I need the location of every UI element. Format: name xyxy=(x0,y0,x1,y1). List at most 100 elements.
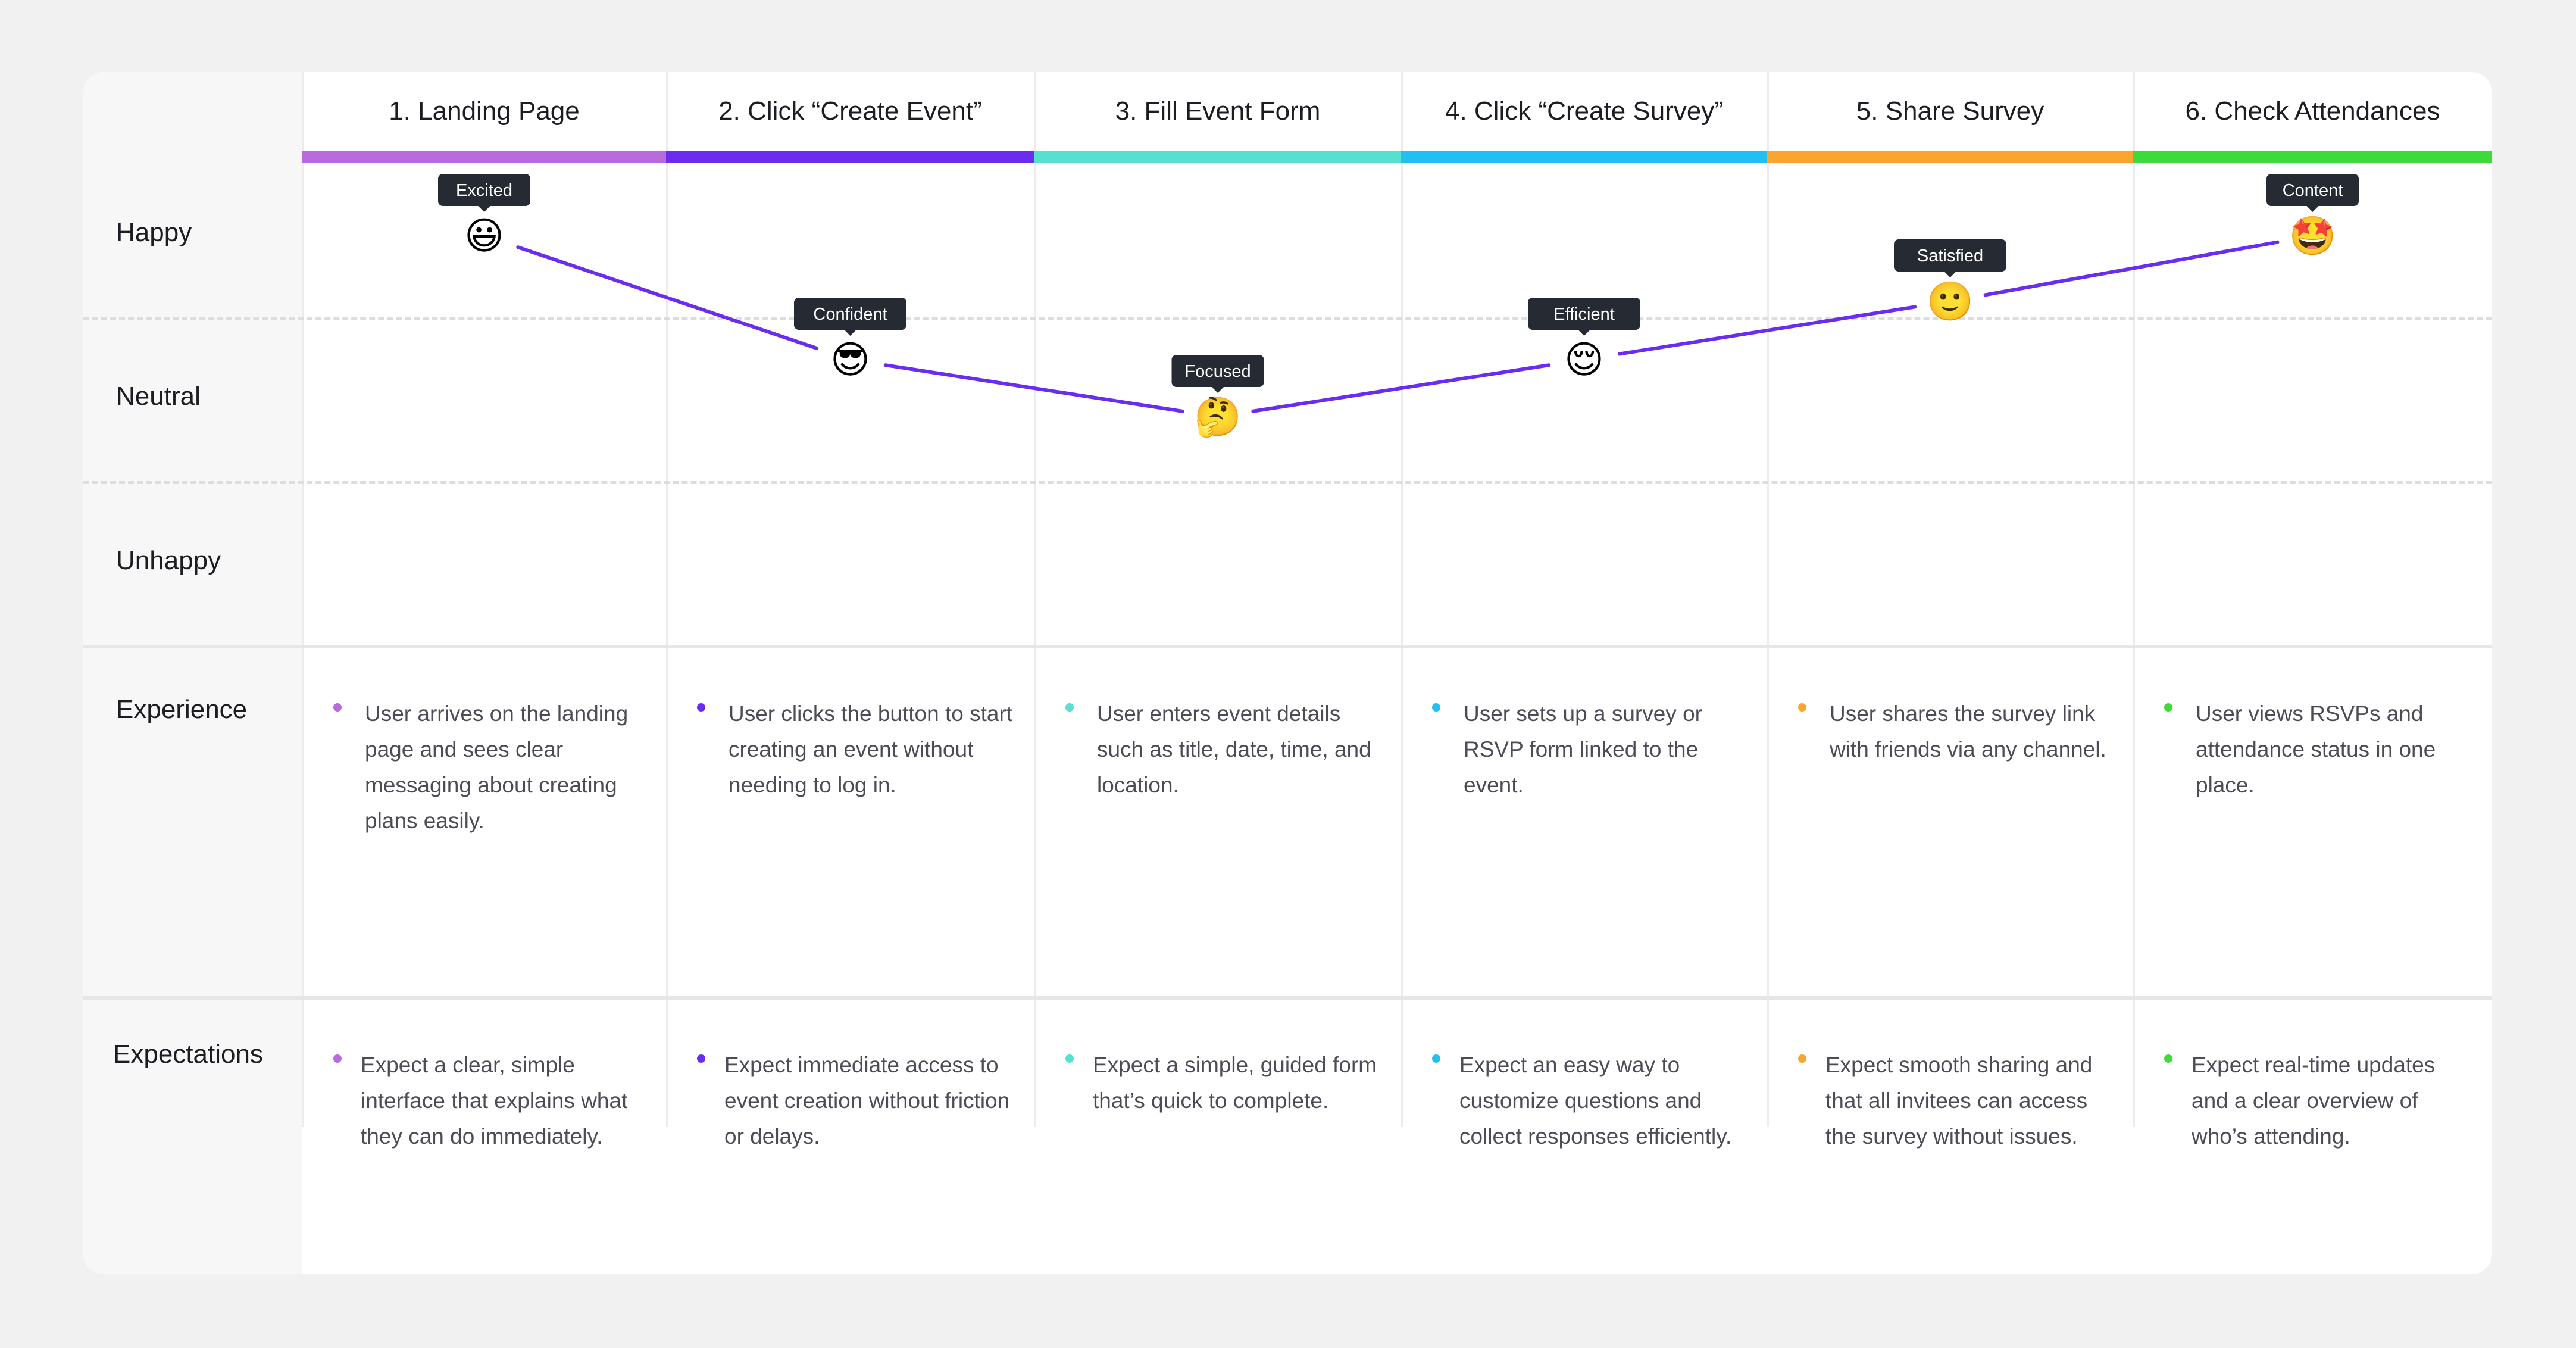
experience-text: User arrives on the landing page and see… xyxy=(365,701,629,833)
stage-header: 4. Click “Create Survey” xyxy=(1445,96,1723,126)
emotion-line-segment xyxy=(1617,305,1917,356)
divider-emotion-experience xyxy=(83,645,2492,648)
bullet-dot xyxy=(1798,703,1806,712)
stage-header: 6. Check Attendances xyxy=(2185,96,2440,126)
emotion-line-segment xyxy=(1251,363,1551,413)
experience-cell: User sets up a survey or RSVP form linke… xyxy=(1432,696,1748,803)
bullet-dot xyxy=(697,703,705,712)
emotion-emoji-icon: 🤔 xyxy=(1194,395,1242,439)
emotion-emoji-icon: 😃 xyxy=(464,214,504,258)
expectation-cell: Expect smooth sharing and that all invit… xyxy=(1798,1047,2114,1154)
emotion-emoji-icon: 🤩 xyxy=(2289,214,2337,258)
stage-color-bar xyxy=(666,151,1034,163)
row-label-expectations: Expectations xyxy=(113,1040,263,1069)
emotion-point: 🙂 Satisfied xyxy=(1894,239,2006,324)
emotion-tooltip-arrow xyxy=(1944,272,1956,277)
emotion-tooltip-arrow xyxy=(1578,330,1590,336)
stage-color-bar xyxy=(302,151,666,163)
bullet-dot xyxy=(1798,1054,1806,1063)
expectation-text: Expect a clear, simple interface that ex… xyxy=(361,1053,628,1149)
emotion-label: Excited xyxy=(456,181,512,200)
bullet-dot xyxy=(2164,1054,2172,1063)
emotion-emoji-icon: 😌 xyxy=(1564,338,1604,382)
emotion-tooltip-bg xyxy=(794,298,906,330)
experience-cell: User clicks the button to start creating… xyxy=(697,696,1015,803)
emotion-label: Satisfied xyxy=(1917,246,1983,266)
stage-header: 2. Click “Create Event” xyxy=(718,96,982,126)
row-label-experience: Experience xyxy=(116,695,248,724)
row-label-happy: Happy xyxy=(116,218,192,247)
emotion-emoji-icon: 😎 xyxy=(830,338,870,382)
emotion-label: Efficient xyxy=(1553,305,1615,324)
emotion-tooltip-arrow xyxy=(1212,387,1224,393)
bullet-dot xyxy=(2164,703,2172,712)
bullet-dot xyxy=(697,1054,705,1063)
bullet-dot xyxy=(333,703,342,712)
expectation-text: Expect immediate access to event creatio… xyxy=(724,1053,1010,1149)
stage-color-bar xyxy=(1034,151,1401,163)
stage-color-bar xyxy=(1767,151,2133,163)
expectation-cell: Expect a simple, guided form that’s quic… xyxy=(1065,1047,1382,1119)
expectation-text: Expect an easy way to customize question… xyxy=(1459,1053,1732,1149)
column-divider xyxy=(666,72,668,1127)
emotion-curve-chart: 😃 Excited 😎 Confident 🤔 Focused 😌 Efficient 🙂 Sat… xyxy=(438,174,2359,439)
emotion-label: Focused xyxy=(1184,362,1251,381)
emotion-line-segment xyxy=(1983,240,2280,297)
emotion-emoji-icon: 🙂 xyxy=(1927,280,1974,324)
emotion-point: 😌 Efficient xyxy=(1528,298,1640,382)
divider-experience-expectations xyxy=(83,996,2492,1000)
expectation-text: Expect real-time updates and a clear ove… xyxy=(2192,1053,2436,1149)
emotion-tooltip-bg xyxy=(1894,239,2006,272)
expectation-text: Expect smooth sharing and that all invit… xyxy=(1825,1053,2093,1149)
experience-text: User clicks the button to start creating… xyxy=(729,701,1013,797)
divider-neutral-unhappy xyxy=(83,481,2492,484)
emotion-tooltip-arrow xyxy=(478,206,490,212)
column-divider xyxy=(1401,72,1403,1127)
bullet-dot xyxy=(1432,1054,1440,1063)
emotion-tooltip-bg xyxy=(2266,174,2359,206)
expectation-cell: Expect immediate access to event creatio… xyxy=(697,1047,1015,1154)
emotion-label: Confident xyxy=(813,305,887,324)
emotion-tooltip-arrow xyxy=(2306,206,2319,212)
experience-text: User views RSVPs and attendance status i… xyxy=(2196,701,2436,797)
emotion-label: Content xyxy=(2283,181,2343,200)
column-divider xyxy=(302,72,304,1127)
emotion-line-segment xyxy=(516,245,818,350)
emotion-tooltip-arrow xyxy=(844,330,856,336)
divider-happy-neutral xyxy=(83,317,2492,320)
bullet-dot xyxy=(1432,703,1440,712)
row-label-neutral: Neutral xyxy=(116,382,201,411)
bullet-dot xyxy=(1065,1054,1074,1063)
emotion-line-segment xyxy=(883,363,1184,413)
column-divider xyxy=(1767,72,1769,1127)
emotion-point: 😃 Excited xyxy=(438,174,530,258)
stage-color-bar xyxy=(1401,151,1767,163)
emotion-point: 😎 Confident xyxy=(794,298,906,382)
emotion-tooltip-bg xyxy=(1171,355,1264,387)
stage-header: 3. Fill Event Form xyxy=(1115,96,1321,126)
bullet-dot xyxy=(1065,703,1074,712)
experience-cell: User arrives on the landing page and see… xyxy=(333,696,647,839)
stage-color-bar xyxy=(2133,151,2492,163)
row-label-column xyxy=(83,72,302,1274)
emotion-tooltip-bg xyxy=(1528,298,1640,330)
column-divider xyxy=(2133,72,2135,1127)
experience-text: User sets up a survey or RSVP form linke… xyxy=(1464,701,1702,797)
experience-text: User shares the survey link with friends… xyxy=(1830,701,2106,762)
bullet-dot xyxy=(333,1054,342,1063)
emotion-tooltip-bg xyxy=(438,174,530,206)
stage-header: 5. Share Survey xyxy=(1856,96,2044,126)
expectation-cell: Expect a clear, simple interface that ex… xyxy=(333,1047,647,1154)
emotion-point: 🤔 Focused xyxy=(1171,355,1264,439)
experience-cell: User views RSVPs and attendance status i… xyxy=(2164,696,2473,803)
expectation-text: Expect a simple, guided form that’s quic… xyxy=(1093,1053,1377,1113)
stage-header: 1. Landing Page xyxy=(389,96,580,126)
experience-cell: User enters event details such as title,… xyxy=(1065,696,1382,803)
experience-cell: User shares the survey link with friends… xyxy=(1798,696,2114,767)
column-divider xyxy=(1034,72,1036,1127)
emotion-point: 🤩 Content xyxy=(2266,174,2359,258)
expectation-cell: Expect an easy way to customize question… xyxy=(1432,1047,1748,1154)
experience-text: User enters event details such as title,… xyxy=(1097,701,1371,797)
expectation-cell: Expect real-time updates and a clear ove… xyxy=(2164,1047,2473,1154)
